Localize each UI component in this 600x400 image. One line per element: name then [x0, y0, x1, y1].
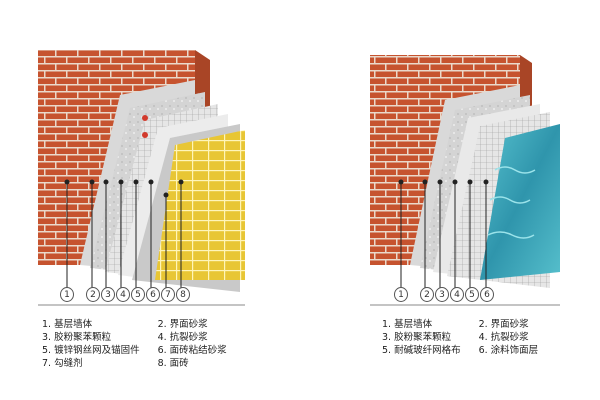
marker-3: 3: [101, 287, 115, 302]
marker-4: 4: [116, 287, 130, 302]
legend-item: 5. 耐碱玻纤网格布: [382, 345, 461, 356]
marker-2: 2: [86, 287, 100, 302]
left-markers: 1 2 3 4 5 6 7 8: [60, 287, 190, 302]
left-wall-diagram: [38, 50, 245, 292]
left-tile-face: [155, 130, 245, 280]
marker-5: 5: [131, 287, 145, 302]
marker-1: 1: [60, 287, 74, 302]
left-legend: 1. 基层墙体 2. 界面砂浆 3. 胶粉聚苯颗粒 4. 抗裂砂浆 5. 镀锌钢…: [42, 318, 227, 370]
legend-item: 8. 面砖: [157, 358, 189, 369]
legend-item: 1. 基层墙体: [382, 319, 433, 330]
legend-item: 3. 胶粉聚苯颗粒: [42, 332, 112, 343]
legend-item: 4. 抗裂砂浆: [478, 332, 529, 343]
legend-item: 7. 勾缝剂: [42, 358, 83, 369]
marker-3: 3: [435, 287, 449, 302]
right-legend: 1. 基层墙体 2. 界面砂浆 3. 胶粉聚苯颗粒 4. 抗裂砂浆 5. 耐碱玻…: [382, 318, 538, 357]
legend-item: 6. 涂料饰面层: [478, 345, 539, 356]
legend-item: 2. 界面砂浆: [157, 319, 208, 330]
marker-6: 6: [480, 287, 494, 302]
marker-8: 8: [176, 287, 190, 302]
legend-item: 6. 面砖粘结砂浆: [157, 345, 227, 356]
legend-item: 4. 抗裂砂浆: [157, 332, 208, 343]
legend-item: 3. 胶粉聚苯颗粒: [382, 332, 452, 343]
marker-6: 6: [146, 287, 160, 302]
right-markers: 1 2 3 4 5 6: [394, 287, 494, 302]
right-wall-diagram: [370, 55, 560, 290]
marker-5: 5: [465, 287, 479, 302]
legend-item: 1. 基层墙体: [42, 319, 93, 330]
legend-item: 2. 界面砂浆: [478, 319, 529, 330]
marker-7: 7: [161, 287, 175, 302]
legend-item: 5. 镀锌钢丝网及锚固件: [42, 345, 140, 356]
marker-1: 1: [394, 287, 408, 302]
marker-4: 4: [450, 287, 464, 302]
right-paint-face: [480, 124, 560, 280]
marker-2: 2: [420, 287, 434, 302]
